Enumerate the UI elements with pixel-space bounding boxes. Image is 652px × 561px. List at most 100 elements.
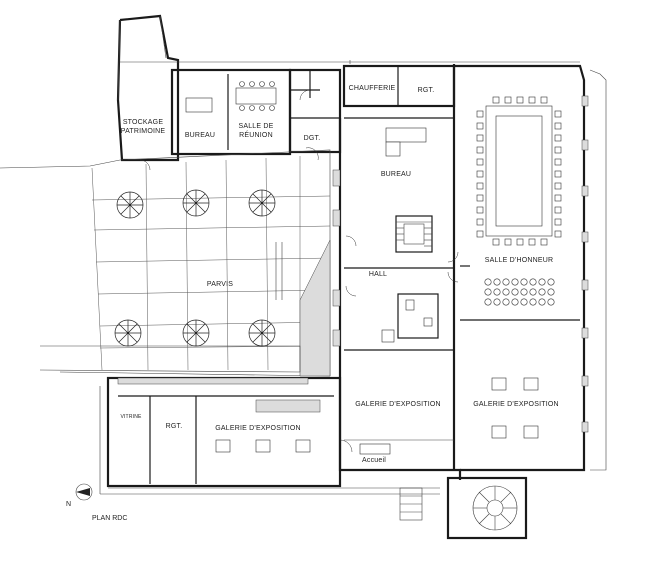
chair xyxy=(504,238,512,246)
chair xyxy=(516,238,524,246)
chair xyxy=(540,238,548,246)
chair xyxy=(554,122,562,130)
audience-seat xyxy=(520,298,528,306)
south-wing xyxy=(99,376,440,495)
audience-seat xyxy=(520,288,528,296)
room-label-galerie-right: GALERIE D'EXPOSITION xyxy=(473,401,558,408)
meeting-block xyxy=(170,68,342,156)
chair xyxy=(476,230,484,238)
chair xyxy=(476,146,484,154)
lower-steps xyxy=(399,487,423,521)
audience-seat xyxy=(547,278,555,286)
audience-seat xyxy=(538,298,546,306)
chair xyxy=(492,238,500,246)
room-label-vitrine: VITRINE xyxy=(120,414,142,420)
chair xyxy=(554,146,562,154)
tree-icon-2 xyxy=(182,189,210,217)
main-building xyxy=(332,64,607,480)
audience-seat xyxy=(520,278,528,286)
audience-seat xyxy=(538,278,546,286)
audience-seat xyxy=(529,298,537,306)
north-arrow-icon xyxy=(75,483,93,501)
chair xyxy=(476,194,484,202)
chair xyxy=(516,96,524,104)
tree-icon-4 xyxy=(114,319,142,347)
chair xyxy=(554,230,562,238)
toilets xyxy=(397,293,439,339)
tree-icon-3 xyxy=(248,189,276,217)
room-label-parvis: PARVIS xyxy=(207,281,233,288)
desk xyxy=(185,97,213,113)
audience-seat xyxy=(493,278,501,286)
chair xyxy=(554,170,562,178)
audience-seat xyxy=(529,278,537,286)
room-label-bureau-main: BUREAU xyxy=(381,171,411,178)
plinths-right xyxy=(491,377,539,439)
audience-seat xyxy=(484,298,492,306)
audience-seat xyxy=(511,288,519,296)
audience-seating xyxy=(484,278,555,306)
audience-seat xyxy=(511,278,519,286)
room-label-galerie-center: GALERIE D'EXPOSITION xyxy=(355,401,440,408)
spiral-stair-icon xyxy=(446,476,528,540)
room-label-rgt-left: RGT. xyxy=(166,423,183,430)
stockage-block xyxy=(116,14,180,162)
audience-seat xyxy=(511,298,519,306)
room-label-accueil: Accueil xyxy=(362,457,386,464)
chair xyxy=(528,238,536,246)
chair xyxy=(476,170,484,178)
chair xyxy=(492,96,500,104)
stair xyxy=(395,215,433,253)
room-label-rgt-top: RGT. xyxy=(418,87,435,94)
chair xyxy=(476,134,484,142)
chair xyxy=(554,134,562,142)
chair xyxy=(476,218,484,226)
chair xyxy=(476,206,484,214)
audience-seat xyxy=(547,288,555,296)
plinths-left xyxy=(215,439,311,453)
chair xyxy=(528,96,536,104)
north-label: N xyxy=(66,501,71,508)
chair xyxy=(476,182,484,190)
chair xyxy=(554,206,562,214)
room-label-chaufferie: CHAUFFERIE xyxy=(349,85,396,92)
banquet-chairs xyxy=(476,96,562,246)
parvis-courtyard xyxy=(0,149,331,377)
banquet-table xyxy=(485,105,553,237)
chair xyxy=(476,110,484,118)
room-label-salle-honneur: SALLE D'HONNEUR xyxy=(485,257,554,264)
tree-icon-6 xyxy=(248,319,276,347)
audience-seat xyxy=(502,288,510,296)
tree-icon-5 xyxy=(182,319,210,347)
audience-seat xyxy=(502,278,510,286)
audience-seat xyxy=(502,298,510,306)
audience-seat xyxy=(493,288,501,296)
chair xyxy=(554,182,562,190)
audience-seat xyxy=(484,278,492,286)
chair xyxy=(540,96,548,104)
chair xyxy=(476,122,484,130)
chair xyxy=(554,110,562,118)
audience-seat xyxy=(547,298,555,306)
room-label-dgt: DGT. xyxy=(304,135,321,142)
tree-icon-1 xyxy=(116,191,144,219)
audience-seat xyxy=(538,288,546,296)
audience-seat xyxy=(529,288,537,296)
chair xyxy=(504,96,512,104)
chair xyxy=(554,218,562,226)
chair xyxy=(554,194,562,202)
chair xyxy=(476,158,484,166)
plan-title: PLAN RDC xyxy=(92,515,127,522)
room-label-bureau-small: BUREAU xyxy=(185,132,215,139)
room-label-hall: HALL xyxy=(369,271,387,278)
doors xyxy=(139,89,459,453)
room-label-galerie-left: GALERIE D'EXPOSITION xyxy=(215,425,300,432)
meeting-table xyxy=(235,81,277,111)
office-desk xyxy=(385,127,427,157)
accueil-area xyxy=(344,439,454,455)
audience-seat xyxy=(493,298,501,306)
audience-seat xyxy=(484,288,492,296)
